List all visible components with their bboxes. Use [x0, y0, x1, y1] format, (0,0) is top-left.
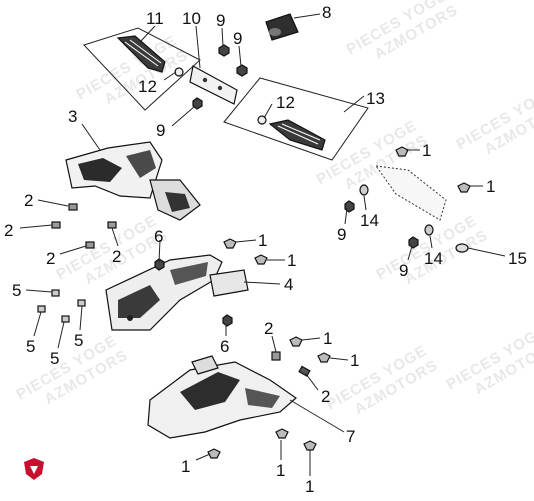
clip	[108, 222, 116, 228]
nut	[409, 237, 418, 248]
callout-2: 2	[264, 319, 273, 338]
callout-5: 5	[26, 337, 35, 356]
bolt	[318, 353, 330, 362]
callout-5: 5	[74, 331, 83, 350]
callout-1: 1	[287, 251, 296, 270]
watermark: PIECES YOGE AZMOTORS	[324, 341, 442, 429]
watermark-layer: PIECES YOGE AZMOTORS PIECES YOGE AZMOTOR…	[14, 0, 534, 429]
callout-7: 7	[346, 427, 355, 446]
bolt	[224, 239, 236, 248]
callout-9: 9	[337, 225, 346, 244]
reflector-plate	[376, 166, 446, 220]
watermark: PIECES YOGE AZMOTORS	[454, 81, 534, 169]
screw	[78, 300, 85, 306]
callout-9: 9	[233, 29, 242, 48]
callout-9: 9	[216, 11, 225, 30]
washer	[425, 225, 433, 235]
callout-2: 2	[4, 221, 13, 240]
callout-9: 9	[399, 261, 408, 280]
nut	[219, 45, 229, 56]
callout-10: 10	[182, 9, 201, 28]
clip	[299, 366, 310, 376]
plug	[456, 244, 468, 252]
bolt	[255, 255, 267, 264]
callout-15: 15	[508, 249, 527, 268]
screw	[52, 290, 59, 296]
brand-logo-icon	[24, 458, 44, 480]
callout-14: 14	[424, 249, 443, 268]
callout-14: 14	[360, 211, 379, 230]
callout-2: 2	[24, 191, 33, 210]
callout-6: 6	[220, 337, 229, 356]
bolt	[290, 337, 302, 346]
screw	[62, 316, 69, 322]
callout-8: 8	[322, 3, 331, 22]
callout-6: 6	[154, 227, 163, 246]
callout-1: 1	[350, 351, 359, 370]
callout-1: 1	[258, 231, 267, 250]
callout-12: 12	[276, 93, 295, 112]
callout-11: 11	[146, 9, 164, 28]
bolt	[276, 429, 288, 438]
indicator-group-frame-right	[224, 78, 368, 160]
callout-1: 1	[486, 177, 495, 196]
callout-2: 2	[112, 247, 121, 266]
watermark: PIECES YOGE AZMOTORS	[444, 321, 534, 409]
watermark: PIECES YOGE AZMOTORS	[344, 0, 462, 74]
bolt	[208, 449, 220, 458]
rubber-cap	[266, 14, 298, 40]
nut	[223, 315, 232, 326]
clip	[69, 204, 77, 210]
callout-5: 5	[50, 349, 59, 368]
callout-5: 5	[12, 281, 21, 300]
washer	[360, 185, 368, 195]
callout-1: 1	[181, 457, 190, 476]
nut	[237, 65, 247, 76]
callout-4: 4	[284, 275, 293, 294]
clip	[272, 352, 280, 360]
clip	[52, 222, 60, 228]
callout-1: 1	[323, 329, 332, 348]
front-cowl	[66, 142, 200, 220]
bolt	[304, 441, 316, 450]
callout-1: 1	[422, 141, 431, 160]
callout-3: 3	[68, 107, 77, 126]
nut	[193, 98, 202, 109]
bolt	[458, 183, 470, 192]
callout-9: 9	[156, 121, 165, 140]
callout-12: 12	[138, 77, 157, 96]
clip	[86, 242, 94, 248]
rear-mudguard	[148, 356, 296, 438]
screw	[38, 306, 45, 312]
rear-indicator-right	[258, 116, 325, 150]
callout-2: 2	[46, 249, 55, 268]
callout-13: 13	[366, 89, 385, 108]
callout-1: 1	[305, 477, 314, 496]
callout-1: 1	[276, 461, 285, 480]
callout-2: 2	[321, 387, 330, 406]
